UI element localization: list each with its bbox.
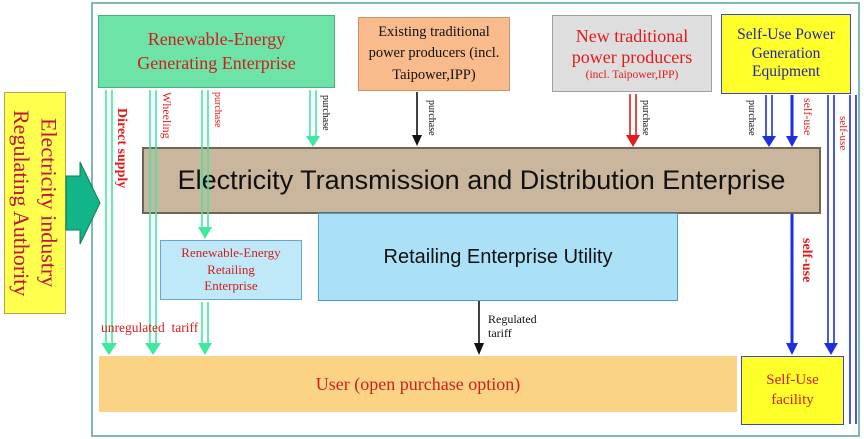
unregulated-tariff-label: unregulated tariff — [101, 320, 199, 335]
renewable-retailing-enterprise-box: Renewable-Energy Retailing Enterprise — [160, 240, 302, 300]
regulating-authority-box: Electricity industry Regulating Authorit… — [4, 92, 66, 314]
self-use-generation-label: Self-Use Power Generation Equipment — [737, 25, 835, 81]
new-traditional-producers-subtitle: (incl. Taipower,IPP) — [585, 68, 679, 81]
green-arrowheads — [101, 136, 320, 355]
user-box: User (open purchase option) — [99, 356, 737, 412]
purchase-label-existing: purchase — [426, 100, 437, 136]
existing-traditional-producers-label: Existing traditional power producers (in… — [368, 24, 500, 83]
self-use-facility-label: Self-Use facility — [766, 372, 819, 408]
purchase-label-renew-tde: purchase — [320, 95, 331, 131]
purchase-label-renew-retail: purchase — [212, 92, 223, 128]
retailing-utility-label: Retailing Enterprise Utility — [383, 245, 613, 268]
direct-supply-label: Direct supply — [114, 108, 129, 189]
renewable-generating-enterprise-box: Renewable-Energy Generating Enterprise — [98, 15, 335, 88]
existing-traditional-producers-box: Existing traditional power producers (in… — [358, 17, 510, 91]
regulated-tariff-label: Regulated tariff — [488, 312, 537, 340]
black-arrows — [412, 92, 484, 355]
self-use-generation-box: Self-Use Power Generation Equipment — [721, 14, 851, 94]
self-use-label-right: self-use — [837, 116, 849, 151]
regulating-authority-label: Electricity industry Regulating Authorit… — [9, 109, 62, 297]
red-arrow — [626, 94, 640, 147]
regulator-arrow — [65, 161, 101, 245]
purchase-label-new: purchase — [640, 100, 651, 136]
retailing-utility-box: Retailing Enterprise Utility — [318, 213, 678, 301]
transmission-distribution-box: Electricity Transmission and Distributio… — [142, 147, 821, 214]
self-use-facility-box: Self-Use facility — [741, 356, 844, 425]
blue-arrows — [765, 95, 835, 344]
wheeling-label: Wheeling — [160, 92, 174, 139]
blue-arrowheads — [762, 136, 838, 355]
user-label: User (open purchase option) — [315, 373, 521, 394]
green-arrows — [105, 90, 317, 344]
new-traditional-producers-title: New traditional power producers — [571, 26, 693, 67]
renewable-generating-enterprise-label: Renewable-Energy Generating Enterprise — [137, 29, 296, 73]
self-use-label-bottom: self-use — [799, 238, 814, 283]
renewable-retailing-enterprise-label: Renewable-Energy Retailing Enterprise — [181, 244, 281, 294]
self-use-label-top: self-use — [801, 98, 815, 136]
purchase-label-selfgen: purchase — [746, 100, 757, 136]
right-double-line — [849, 95, 857, 424]
transmission-distribution-label: Electricity Transmission and Distributio… — [177, 165, 786, 195]
new-traditional-producers-box: New traditional power producers (incl. T… — [552, 15, 712, 92]
